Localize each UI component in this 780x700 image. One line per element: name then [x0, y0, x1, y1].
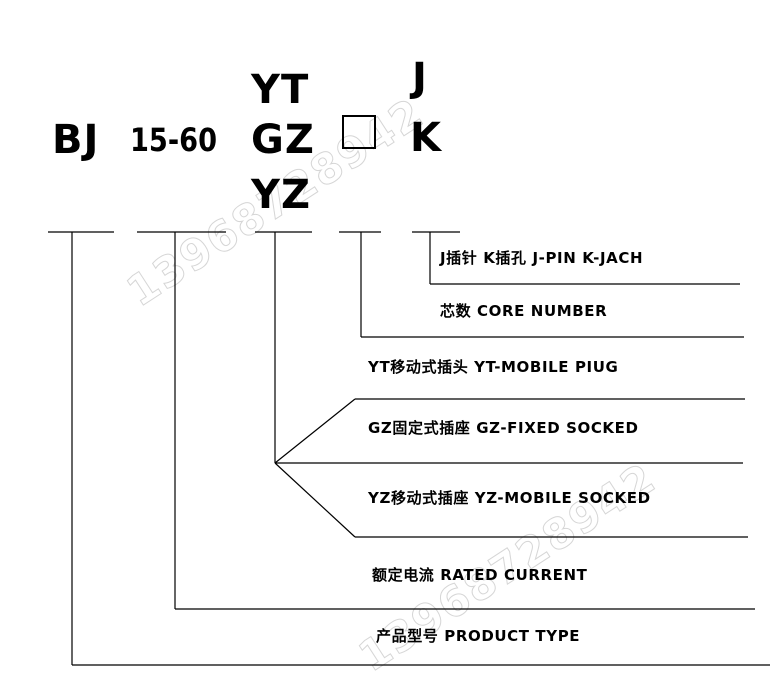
leader-type-yz-diagonal	[274, 462, 356, 538]
code-type-yz: YZ	[251, 172, 311, 218]
label-product-type: 产品型号 PRODUCT TYPE	[376, 627, 581, 645]
code-type-yt: YT	[251, 67, 310, 113]
code-pin-k: K	[410, 115, 442, 161]
code-prefix: BJ	[52, 117, 100, 163]
label-yt-mobile-plug: YT移动式插头 YT-MOBILE PIUG	[368, 358, 619, 376]
leader-type-gz-diagonal	[274, 398, 356, 464]
core-number-placeholder-box	[342, 115, 376, 149]
label-gz-fixed-socket: GZ固定式插座 GZ-FIXED SOCKED	[368, 419, 639, 437]
code-current: 15-60	[130, 121, 217, 159]
code-type-gz: GZ	[251, 117, 315, 163]
code-pin-j: J	[412, 55, 428, 101]
label-rated-current: 额定电流 RATED CURRENT	[372, 566, 588, 584]
label-pin-socket: J插针 K插孔 J-PIN K-JACH	[440, 249, 644, 267]
label-core-number: 芯数 CORE NUMBER	[440, 302, 608, 320]
label-yz-mobile-socket: YZ移动式插座 YZ-MOBILE SOCKED	[368, 489, 651, 507]
